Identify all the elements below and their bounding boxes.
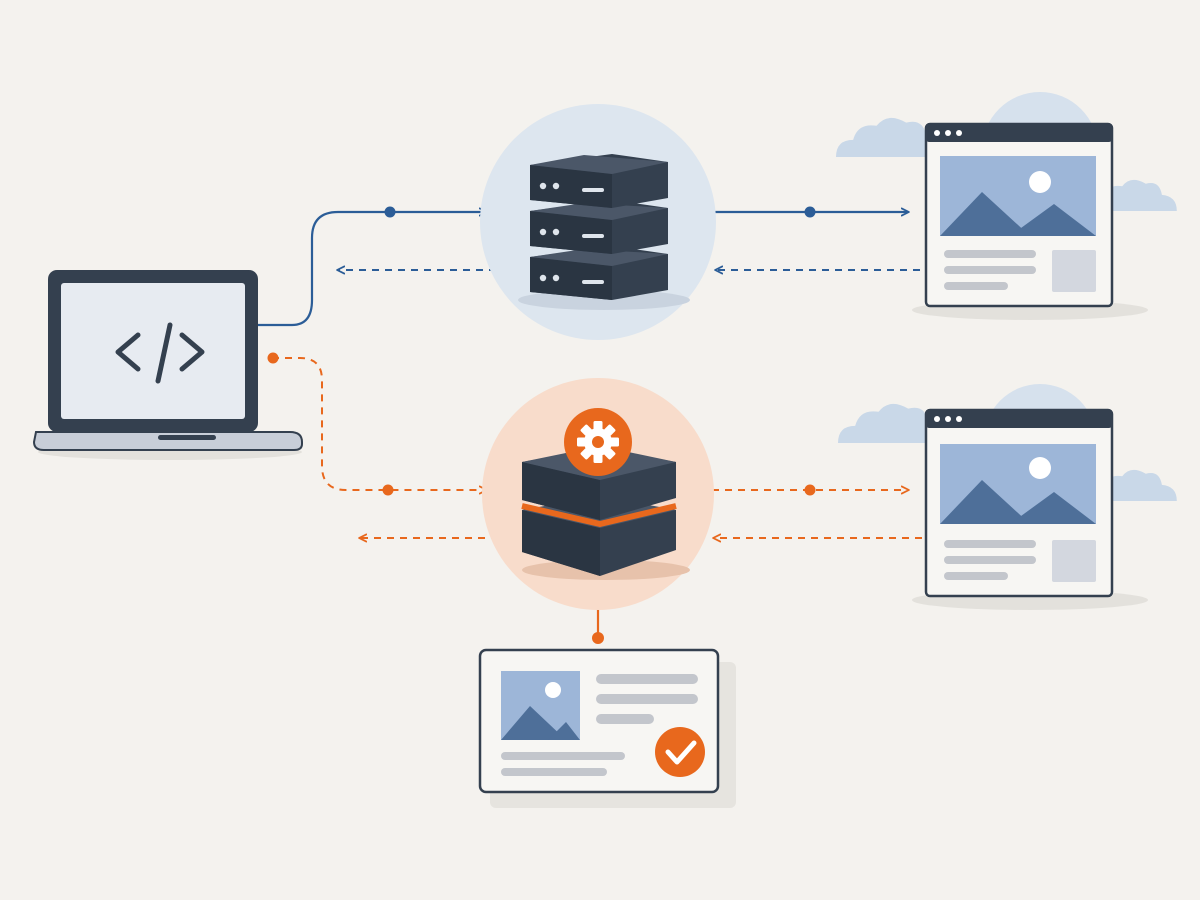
laptop (32, 270, 303, 460)
laptop-display (61, 283, 245, 419)
gear-icon (564, 408, 632, 476)
connector-node (267, 352, 279, 364)
processor-block-icon (521, 446, 677, 576)
check-icon (655, 727, 705, 777)
connector-node (384, 206, 396, 218)
connector-node (804, 484, 816, 496)
web-page-1 (836, 92, 1177, 320)
browser-window-icon (924, 408, 1114, 598)
image-thumbnail-icon (501, 671, 580, 740)
browser-window-icon (924, 122, 1114, 308)
laptop-trackpad-notch (158, 435, 216, 440)
laptop-base (32, 431, 303, 451)
connector-node (592, 632, 604, 644)
code-brackets-icon (115, 322, 205, 384)
processor-node (482, 378, 714, 610)
connector-node (804, 206, 816, 218)
connector-laptop-to-server (258, 207, 488, 327)
connector-laptop-to-processor (272, 357, 488, 495)
server-node (480, 104, 716, 340)
result-card (478, 648, 736, 808)
server-stack-icon (530, 154, 668, 300)
connector-node (382, 484, 394, 496)
web-page-2 (838, 384, 1177, 610)
